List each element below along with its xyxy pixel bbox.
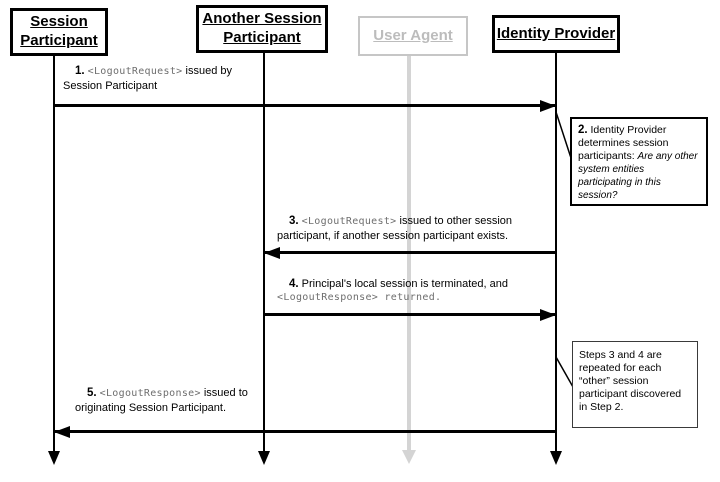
message-3-label: 3. <LogoutRequest> issued to other sessi… bbox=[277, 214, 577, 243]
message-3-number: 3. bbox=[289, 215, 299, 227]
message-1-arrow bbox=[54, 104, 556, 107]
actor-label: Another Session Participant bbox=[202, 10, 322, 46]
message-5-text: issued to bbox=[203, 387, 248, 399]
actor-label: Identity Provider bbox=[496, 24, 616, 42]
actor-another-session-participant: Another Session Participant bbox=[196, 5, 328, 53]
message-4-arrow bbox=[264, 313, 556, 316]
message-5-element: <LogoutResponse> bbox=[99, 388, 201, 399]
message-4-label: 4. Principal's local session is terminat… bbox=[277, 277, 577, 305]
message-1-number: 1. bbox=[75, 65, 85, 77]
message-1-text: issued by bbox=[185, 65, 233, 77]
message-5-text-line2: originating Session Participant. bbox=[75, 402, 227, 414]
lifeline-session-participant bbox=[53, 56, 55, 451]
note-2-question: Are any other system entities participat… bbox=[578, 151, 698, 201]
message-4-number: 4. bbox=[289, 278, 299, 290]
message-5-label: 5. <LogoutResponse> issued to originatin… bbox=[75, 386, 320, 415]
message-1-element: <LogoutRequest> bbox=[87, 66, 183, 77]
arrow-right-icon bbox=[540, 308, 556, 321]
note3-connector-line bbox=[555, 356, 574, 388]
message-3-text: issued to other session bbox=[399, 215, 513, 227]
lifeline-end-arrow-icon bbox=[550, 451, 562, 465]
note-step-2: 2. Identity Provider determines session … bbox=[570, 117, 708, 206]
arrow-left-icon bbox=[54, 425, 70, 438]
actor-label: Session Participant bbox=[20, 13, 98, 49]
note2-connector-line bbox=[555, 111, 572, 159]
message-4-element-line2: <LogoutResponse> returned. bbox=[277, 292, 442, 303]
message-3-text-line2: participant, if another session particip… bbox=[277, 230, 509, 242]
lifeline-end-arrow-icon bbox=[258, 451, 270, 465]
arrow-left-icon bbox=[264, 246, 280, 259]
message-1-text-line2: Session Participant bbox=[63, 80, 158, 92]
actor-user-agent: User Agent bbox=[358, 16, 468, 56]
note-3-text: Steps 3 and 4 are repeated for each “oth… bbox=[579, 349, 682, 413]
lifeline-end-arrow-icon bbox=[48, 451, 60, 465]
note-2-number: 2. bbox=[578, 124, 588, 136]
message-1-label: 1. <LogoutRequest> issued by Session Par… bbox=[63, 64, 298, 93]
actor-identity-provider: Identity Provider bbox=[492, 15, 620, 53]
message-5-number: 5. bbox=[87, 387, 97, 399]
actor-session-participant: Session Participant bbox=[10, 8, 108, 56]
lifeline-end-arrow-icon bbox=[402, 450, 416, 464]
note-steps-3-4: Steps 3 and 4 are repeated for each “oth… bbox=[572, 341, 698, 428]
message-3-arrow bbox=[264, 251, 556, 254]
lifeline-identity-provider bbox=[555, 53, 557, 451]
message-5-arrow bbox=[54, 430, 556, 433]
message-3-element: <LogoutRequest> bbox=[301, 216, 397, 227]
actor-label: User Agent bbox=[373, 26, 453, 44]
arrow-right-icon bbox=[540, 99, 556, 112]
message-4-text: Principal's local session is terminated,… bbox=[301, 278, 508, 290]
note-2-text: Identity Provider determines session par… bbox=[578, 124, 669, 162]
